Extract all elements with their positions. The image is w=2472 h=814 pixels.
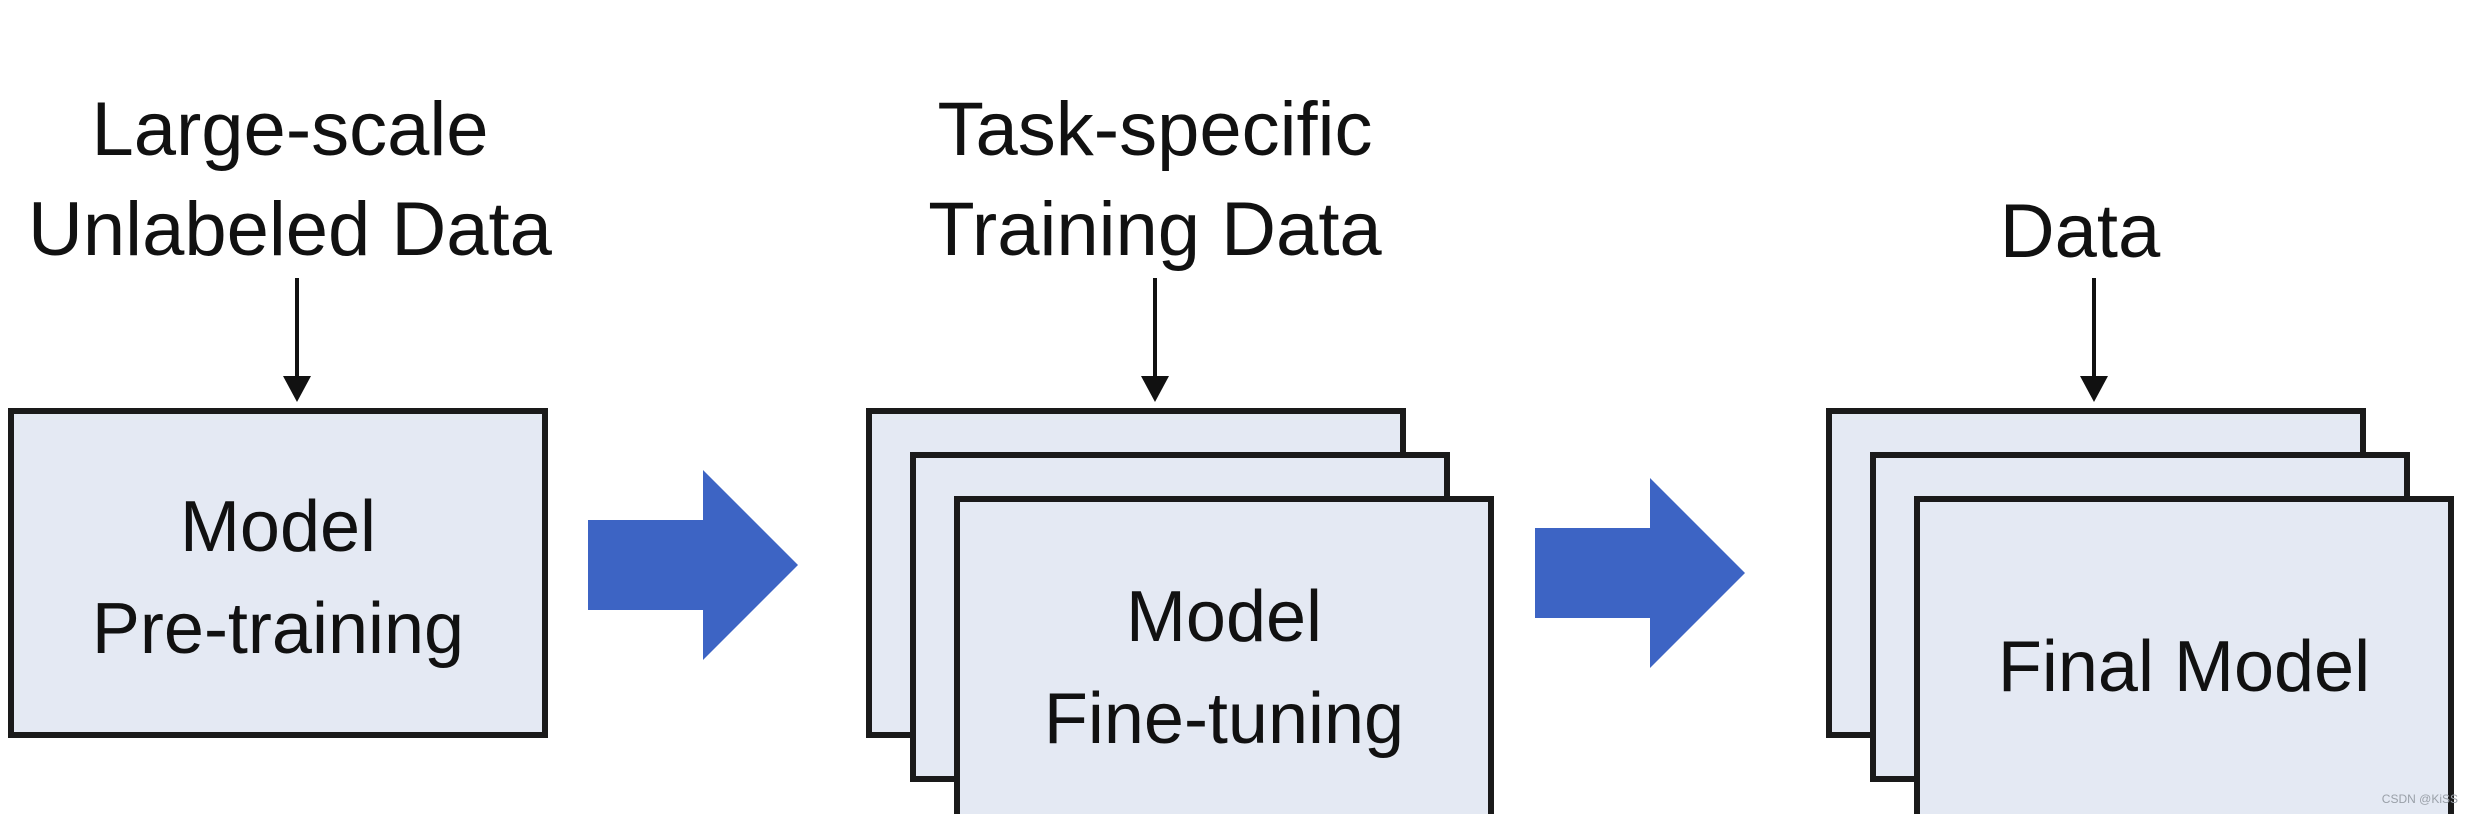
finetuning-box: Model Fine-tuning [954, 496, 1494, 814]
stage2-input-label: Task-specific Training Data [875, 80, 1435, 280]
stage2-input-line1: Task-specific [937, 87, 1373, 172]
final-model-box: Final Model [1914, 496, 2454, 814]
stage1-down-arrow [283, 278, 311, 402]
stage2-down-arrow [1141, 278, 1169, 402]
stage3-input-label: Data [1880, 182, 2280, 282]
finetuning-box-label: Model Fine-tuning [960, 566, 1488, 770]
watermark: CSDN @KiSS [2381, 792, 2458, 806]
pretraining-box: Model Pre-training [8, 408, 548, 738]
final-model-box-line1: Final Model [1997, 627, 2371, 707]
stage1-input-line2: Unlabeled Data [28, 187, 552, 272]
stage3-down-arrow [2080, 278, 2108, 402]
pretraining-box-line1: Model [179, 487, 377, 567]
flow-arrow-1 [588, 470, 798, 660]
pretraining-box-label: Model Pre-training [14, 476, 542, 680]
stage1-input-line1: Large-scale [91, 87, 489, 172]
flow-arrow-2 [1535, 478, 1745, 668]
finetuning-box-line1: Model [1125, 577, 1323, 657]
stage1-input-label: Large-scale Unlabeled Data [10, 80, 570, 280]
stage2-input-line2: Training Data [928, 187, 1382, 272]
finetuning-box-line2: Fine-tuning [1043, 679, 1405, 759]
pretraining-box-line2: Pre-training [91, 589, 465, 669]
final-model-box-label: Final Model [1920, 616, 2448, 718]
stage3-input-line1: Data [1999, 189, 2161, 274]
